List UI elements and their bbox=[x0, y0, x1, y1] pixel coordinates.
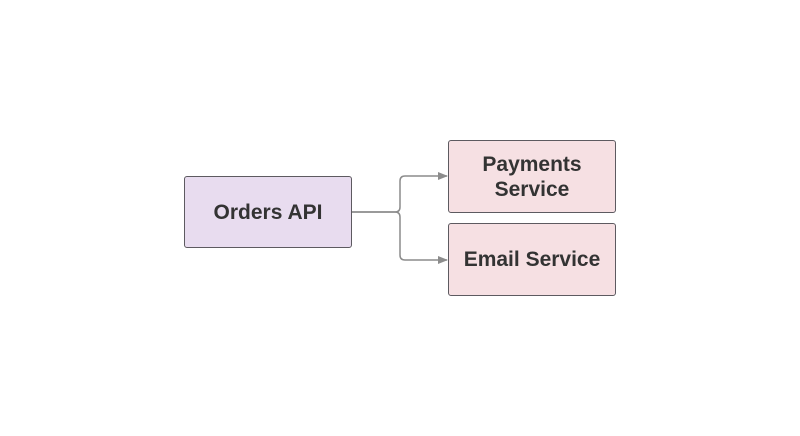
node-label: Email Service bbox=[463, 248, 601, 271]
node-orders-api[interactable]: Orders API bbox=[184, 176, 352, 248]
node-payments-service[interactable]: Payments Service bbox=[448, 140, 616, 213]
node-label: Orders API bbox=[213, 200, 323, 224]
node-email-service[interactable]: Email Service bbox=[448, 223, 616, 296]
node-label: Payments Service bbox=[482, 152, 582, 201]
connector-orders-to-payments bbox=[352, 172, 448, 213]
connector-orders-to-email bbox=[352, 211, 448, 264]
